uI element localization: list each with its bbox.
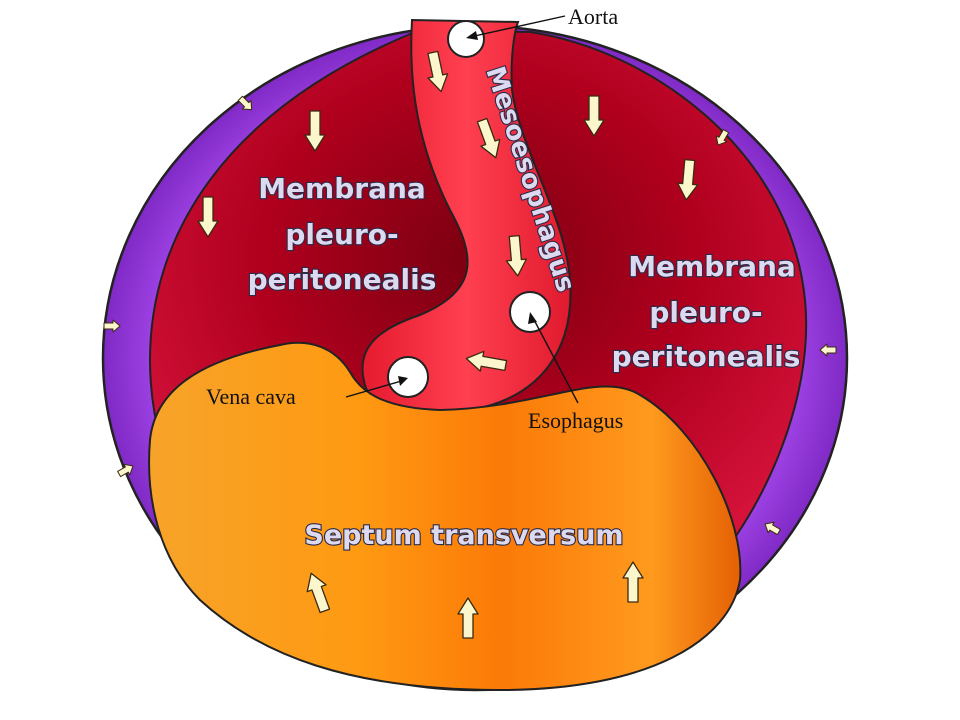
septum-label: Septum transversum (304, 520, 623, 551)
membrana-right-line3: peritonealis (612, 340, 801, 373)
membrana-left-line3: peritonealis (248, 263, 437, 296)
membrana-right-line1: Membrana (628, 250, 796, 283)
vena-cava-vessel (387, 356, 429, 398)
aorta-vessel (447, 20, 485, 58)
membrana-left-line1: Membrana (258, 172, 426, 205)
aorta-label: Aorta (568, 4, 618, 29)
membrana-right-line2: pleuro- (649, 296, 762, 329)
aorta-pointer-head (466, 31, 478, 40)
vena-cava-pointer (345, 379, 406, 398)
membrana-left-line2: pleuro- (285, 218, 398, 251)
vena-cava-label: Vena cava (206, 384, 296, 409)
vena-cava-pointer-head (398, 376, 408, 386)
esophagus-label: Esophagus (528, 408, 623, 433)
aorta-pointer (469, 15, 566, 38)
septum-transversum (148, 341, 742, 692)
esophagus-pointer-head (528, 312, 537, 324)
esophagus-pointer (531, 315, 579, 404)
